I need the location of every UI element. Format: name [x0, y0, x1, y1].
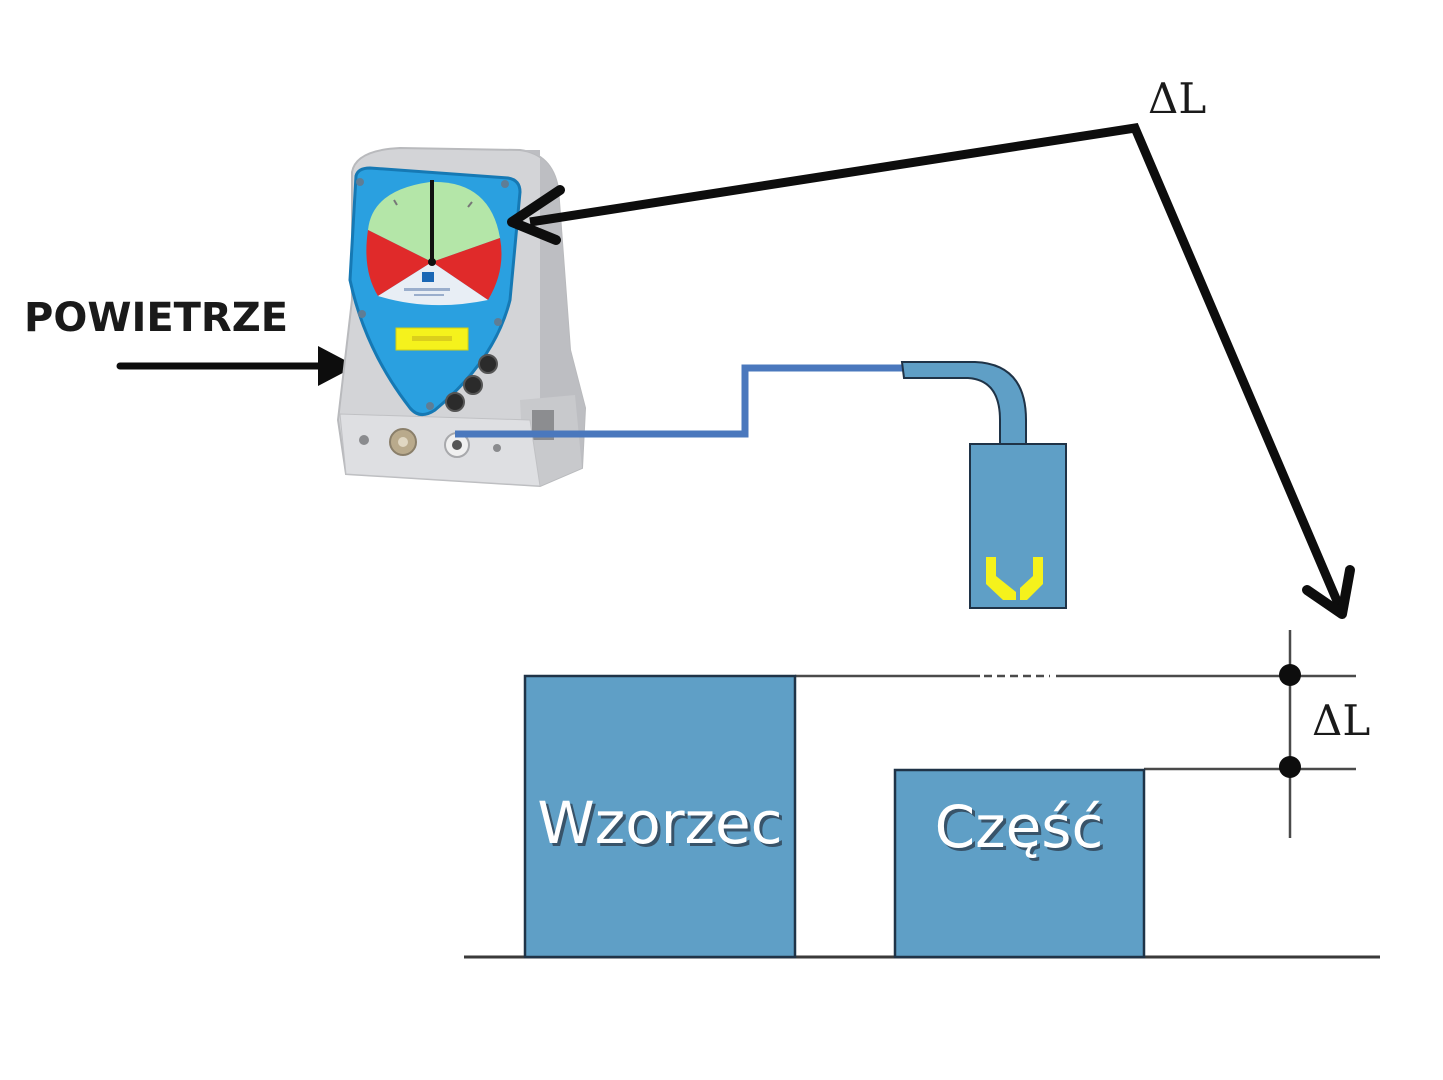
base-screw [493, 444, 501, 452]
probe-elbow [900, 361, 1027, 446]
screw [494, 318, 502, 326]
delta-dimension [1279, 630, 1301, 838]
gauge-knob [463, 375, 483, 395]
nozzle-jaw-left [986, 557, 1016, 600]
delta-dimension-label: ΔL [1312, 696, 1370, 745]
gauge-knob [445, 392, 465, 412]
arrowhead-dimension [1302, 565, 1355, 619]
gauge-knob [478, 354, 498, 374]
arrowhead-gauge [507, 185, 565, 245]
gauge-dial [366, 180, 502, 306]
dimension-point-bottom [1279, 756, 1301, 778]
master-block: Wzorzec Wzorzec [523, 674, 797, 959]
air-hose [455, 364, 905, 438]
air-input-label: POWIETRZE [24, 295, 288, 341]
nozzle-jaw-right [1020, 557, 1043, 600]
dimension-point-top [1279, 664, 1301, 686]
air-input-arrow [116, 346, 356, 386]
master-block-label: Wzorzec [537, 789, 782, 857]
base-screw [359, 435, 369, 445]
part-block: Część Część [893, 768, 1146, 959]
part-block-label-shadow: Część [938, 796, 1107, 864]
dial-red-zone-right [432, 238, 502, 300]
delta-top-label: ΔL [1148, 74, 1206, 123]
air-gauge-unit [336, 146, 587, 488]
needle-hub [428, 258, 436, 266]
screw [358, 310, 366, 318]
master-block-label-shadow: Wzorzec [540, 792, 785, 860]
part-block-label: Część [935, 793, 1104, 861]
dial-label-plate [378, 262, 488, 306]
screw [356, 178, 364, 186]
brand-logo [422, 272, 434, 282]
delta-link-arrow [507, 123, 1355, 619]
measuring-probe [900, 361, 1067, 609]
dial-red-zone-left [366, 230, 432, 296]
screw [426, 402, 434, 410]
probe-body [969, 443, 1067, 609]
screw [501, 180, 509, 188]
